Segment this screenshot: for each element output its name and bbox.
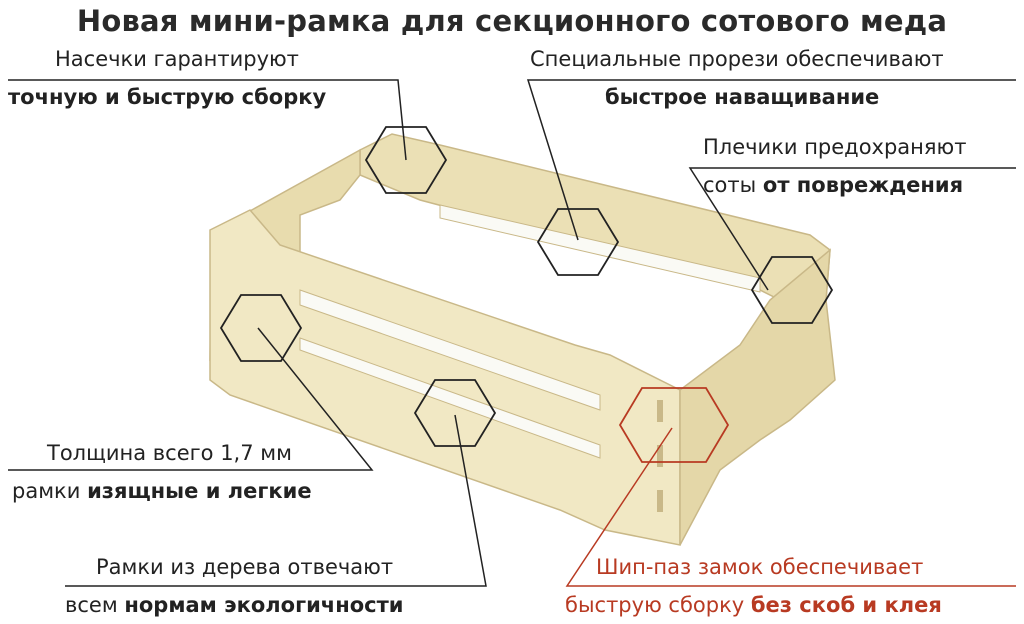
leader-joint <box>565 427 1016 587</box>
hexagon-joint <box>618 387 730 463</box>
callout-shoulders-line2: соты от повреждения <box>703 168 963 202</box>
hexagon-notches <box>364 126 448 194</box>
leader-shoulders <box>688 167 1016 291</box>
frame-front-slot-lower <box>299 337 601 459</box>
leader-notches <box>8 79 407 161</box>
callout-thickness-line2: рамки изящные и легкие <box>12 474 312 508</box>
callout-joint-line2: быструю сборку без скоб и клея <box>565 588 942 622</box>
callout-shoulders-bold: от повреждения <box>762 173 964 197</box>
callout-joint-line1: Шип-паз замок обеспечивает <box>596 555 924 579</box>
leader-thickness <box>8 327 374 471</box>
callout-thickness-plain: рамки <box>12 479 88 503</box>
callout-wood-line1: Рамки из дерева отвечают <box>96 555 394 579</box>
callout-thickness-bold: изящные и легкие <box>87 479 312 503</box>
callout-slots-bold: быстрое наващивание <box>605 85 880 109</box>
callout-shoulders-line1: Плечики предохраняют <box>703 135 967 159</box>
leader-wood <box>65 414 487 587</box>
callout-notches-line1: Насечки гарантируют <box>55 47 299 71</box>
hexagon-thickness <box>219 294 303 362</box>
callout-wood-plain: всем <box>65 593 125 617</box>
frame-right-end <box>679 248 836 546</box>
hexagon-slots <box>536 208 620 276</box>
callout-notches-bold: точную и быструю сборку <box>8 85 327 109</box>
callout-slots-line1: Специальные прорези обеспечивают <box>530 47 944 71</box>
callout-shoulders-plain: соты <box>703 173 763 197</box>
frame-back-slot <box>439 204 761 293</box>
callout-thickness-line1: Толщина всего 1,7 мм <box>47 441 292 465</box>
leader-lines <box>8 79 1016 587</box>
wooden-frame <box>209 133 836 546</box>
callout-wood-line2: всем нормам экологичности <box>65 588 403 622</box>
callout-wood-bold: нормам экологичности <box>124 593 404 617</box>
hexagon-wood <box>413 379 497 447</box>
leader-slots <box>526 79 1016 241</box>
callout-joint-bold: без скоб и клея <box>750 593 942 617</box>
callout-slots-line2: быстрое наващивание <box>605 80 879 114</box>
hexagon-highlights <box>219 126 834 463</box>
callout-notches-line2: точную и быструю сборку <box>8 80 326 114</box>
callout-joint-plain: быструю сборку <box>565 593 751 617</box>
frame-front-slot-upper <box>299 289 601 411</box>
page-title: Новая мини-рамка для секционного сотовог… <box>76 4 948 38</box>
finger-joint <box>657 400 663 512</box>
hexagon-shoulders <box>750 256 834 324</box>
